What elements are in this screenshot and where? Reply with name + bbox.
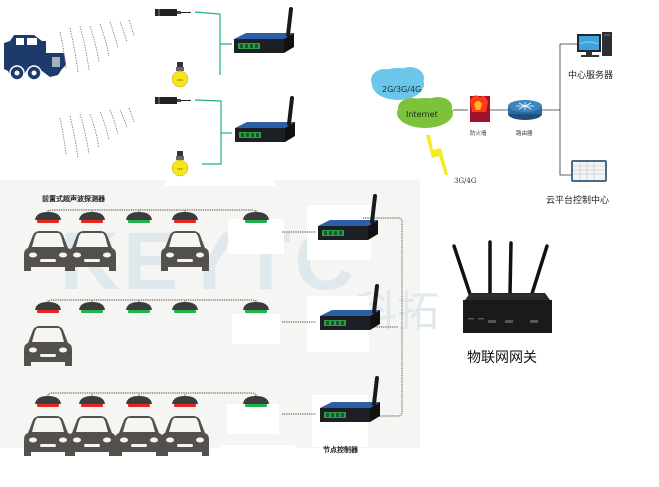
patch: [232, 314, 280, 344]
server-label: 中心服务器: [568, 69, 613, 81]
parked-car: [24, 416, 72, 456]
patch: [227, 404, 279, 434]
ultrasonic-sensor-2: [154, 96, 192, 105]
gateway-label: 物联网网关: [467, 350, 537, 366]
parking-sensor-green: [243, 210, 269, 223]
router-label: 路由器: [516, 129, 533, 137]
panel-gap: [165, 178, 275, 186]
parking-sensor-green: [243, 394, 269, 407]
parking-sensor-red: [35, 394, 61, 407]
parking-sensor-green: [172, 300, 198, 313]
parking-sensor-red: [79, 210, 105, 223]
light-bulb-icon-1: [171, 61, 189, 88]
parking-controller-2: [318, 284, 382, 332]
connector-lines-top: [194, 11, 232, 165]
server-icon: [577, 32, 612, 57]
parked-car: [68, 416, 116, 456]
iot-gateway-device: [452, 240, 552, 333]
cloud-mobile-label: 2G/3G/4G: [382, 85, 421, 94]
detector-label: 前置式超声波探测器: [42, 194, 106, 203]
parking-sensor-red: [172, 210, 198, 223]
parking-sensor-red: [79, 394, 105, 407]
light-bulb-icon-2: [171, 150, 189, 177]
parking-controller-3: [318, 376, 382, 424]
ultrasonic-waves-top: [59, 19, 135, 73]
parked-car: [68, 231, 116, 271]
router-icon: [508, 100, 542, 120]
parked-car: [24, 326, 72, 366]
parking-sensor-green: [126, 210, 152, 223]
parking-sensor-red: [35, 210, 61, 223]
lightning-bolt-icon: [426, 135, 448, 175]
cloud-internet: [397, 97, 453, 128]
cloud-internet-label: Internet: [406, 110, 438, 119]
parking-sensor-green: [126, 300, 152, 313]
parked-car: [24, 231, 72, 271]
parking-sensor-red: [126, 394, 152, 407]
ultrasonic-waves-bottom: [59, 107, 135, 159]
parked-car: [161, 416, 209, 456]
controller-label: 节点控制器: [323, 445, 359, 454]
patch: [220, 445, 295, 465]
wireless-label: 3G/4G: [454, 177, 477, 185]
node-controller-1: [232, 7, 296, 55]
node-controller-2: [233, 96, 297, 144]
parking-sensor-red: [35, 300, 61, 313]
parking-sensor-green: [243, 300, 269, 313]
patch: [228, 219, 284, 254]
cloud-control-terminal-icon: [571, 160, 607, 182]
cloud-mobile: [371, 67, 424, 100]
parked-car: [115, 416, 163, 456]
cloud-control-label: 云平台控制中心: [546, 194, 609, 206]
parked-car: [161, 231, 209, 271]
network-lines: [542, 43, 578, 176]
firewall-label: 防火墙: [470, 129, 487, 137]
firewall-icon: [470, 95, 490, 122]
parking-sensor-green: [79, 300, 105, 313]
parking-sensor-red: [172, 394, 198, 407]
ultrasonic-sensor-1: [154, 8, 192, 17]
jeep-vehicle: [4, 35, 66, 81]
